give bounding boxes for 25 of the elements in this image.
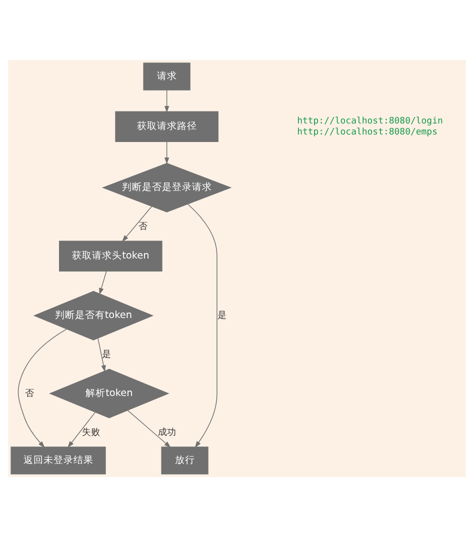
arrow [187,204,218,448]
arrow [122,206,152,242]
edge-label: 是 [217,310,226,321]
node-box: 放行 [161,446,208,474]
edge-label: 否 [24,388,34,399]
node-diamond: 解析token [49,368,170,418]
node-box: 获取请求路径 [115,111,218,142]
arrow [127,410,171,448]
node-diamond: 判断是否是登录请求 [102,162,232,212]
arrow [98,338,106,372]
edge-label: 成功 [158,428,176,438]
node-box: 返回未登录结果 [10,446,106,474]
edge-label: 失败 [82,428,100,438]
arrow [99,270,107,295]
arrow [164,90,170,113]
edge-label: 是 [102,350,112,360]
node-diamond: 判断是否有token [33,290,154,340]
edge-label: 否 [138,222,148,232]
arrow [68,412,96,448]
node-box: 获取请求头token [59,240,162,272]
node-label: http://localhost:8080/login [297,116,443,126]
node-box: 请求 [143,62,190,90]
arrow [164,141,170,164]
arrow [18,328,67,448]
node-label: http://localhost:8080/emps [297,128,438,138]
